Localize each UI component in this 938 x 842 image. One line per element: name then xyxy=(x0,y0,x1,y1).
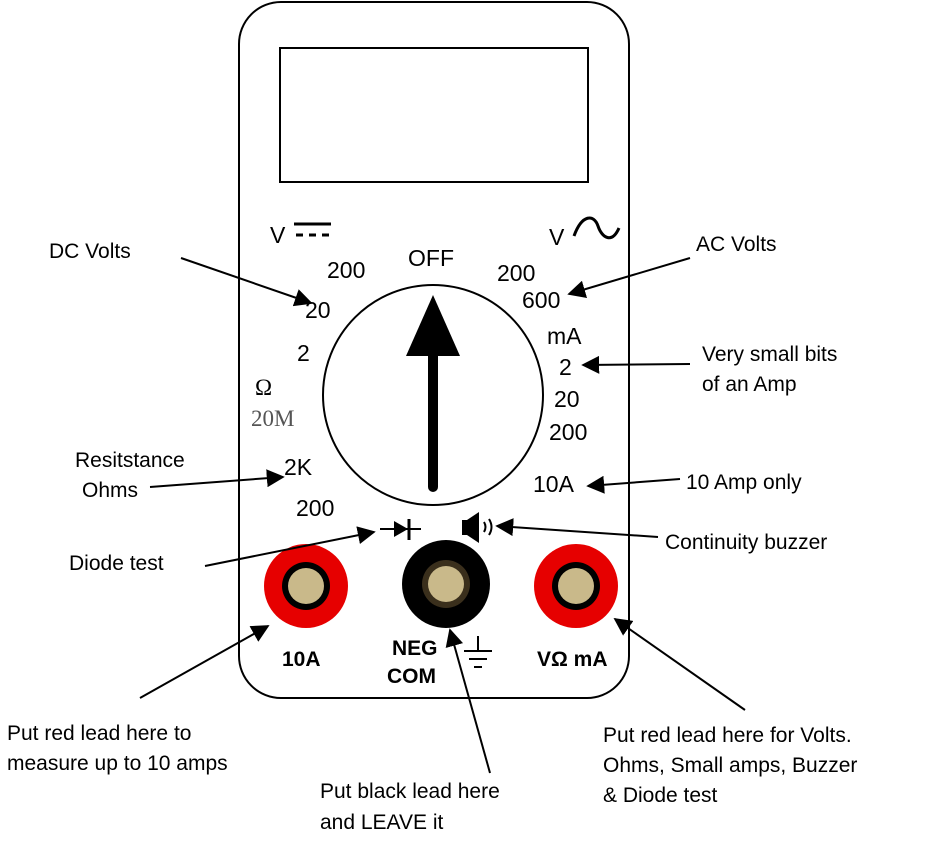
arrow-left-lead xyxy=(139,625,270,699)
dial-pointer-icon xyxy=(406,295,460,492)
diode-icon[interactable] xyxy=(380,519,421,540)
buzzer-icon[interactable] xyxy=(462,512,493,543)
annotation-dc-volts: DC Volts xyxy=(49,240,131,263)
annotation-continuity: Continuity buzzer xyxy=(665,531,827,554)
annotation-left-lead-line2: measure up to 10 amps xyxy=(7,752,228,775)
lcd-display xyxy=(279,47,589,183)
ac-volts-symbol: V xyxy=(549,224,565,250)
annotation-right-lead-line2: Ohms, Small amps, Buzzer xyxy=(603,754,857,777)
annotation-diode: Diode test xyxy=(69,552,164,575)
annotation-left-lead-line1: Put red lead here to xyxy=(7,722,191,745)
annotation-ac-volts: AC Volts xyxy=(696,233,777,256)
annotation-small-amps-line2: of an Amp xyxy=(702,373,797,396)
arrow-small-amps xyxy=(581,355,691,374)
acv-range-200[interactable]: 200 xyxy=(497,260,535,286)
arrow-right-lead xyxy=(613,617,746,711)
arrow-resistance xyxy=(149,469,285,488)
ground-icon xyxy=(464,636,492,668)
ohm-range-2k[interactable]: 2K xyxy=(284,454,313,480)
ac-wave-icon xyxy=(572,216,621,240)
arrow-black-lead xyxy=(445,628,491,774)
annotation-right-lead-line3: & Diode test xyxy=(603,784,718,807)
jack-v-ohm-ma[interactable] xyxy=(534,544,618,628)
ohm-symbol: Ω xyxy=(255,375,272,400)
annotation-resistance-line1: Resitstance xyxy=(75,449,185,472)
annotation-right-lead-line1: Put red lead here for Volts. xyxy=(603,724,852,747)
dc-symbol-icon xyxy=(294,222,331,237)
annotation-black-lead-line1: Put black lead here xyxy=(320,780,500,803)
port-label-10a: 10A xyxy=(282,648,321,671)
dc-volts-symbol: V xyxy=(270,222,286,248)
annotation-black-lead-line2: and LEAVE it xyxy=(320,811,444,834)
arrow-continuity xyxy=(495,518,659,538)
ma-range-2[interactable]: 2 xyxy=(559,354,572,380)
port-label-com: COM xyxy=(387,665,436,688)
ohm-range-20m[interactable]: 20M xyxy=(251,406,294,431)
arrow-dc-volts xyxy=(180,257,313,307)
ohm-range-200[interactable]: 200 xyxy=(296,495,334,521)
arrow-ac-volts xyxy=(567,257,691,299)
port-label-v-ohm-ma: VΩ mA xyxy=(537,648,608,671)
dial-off-label[interactable]: OFF xyxy=(408,245,454,271)
jack-com[interactable] xyxy=(402,540,490,628)
ma-range-20[interactable]: 20 xyxy=(554,386,580,412)
annotation-resistance-line2: Ohms xyxy=(82,479,138,502)
dcv-range-20[interactable]: 20 xyxy=(305,297,331,323)
jack-10a[interactable] xyxy=(264,544,348,628)
port-label-neg: NEG xyxy=(392,637,438,660)
annotation-ten-amp: 10 Amp only xyxy=(686,471,802,494)
ma-unit-label: mA xyxy=(547,323,582,349)
amp-range-10a[interactable]: 10A xyxy=(533,471,575,497)
arrow-diode xyxy=(204,526,376,567)
arrow-ten-amp xyxy=(586,475,681,494)
dcv-range-2[interactable]: 2 xyxy=(297,340,310,366)
acv-range-600[interactable]: 600 xyxy=(522,287,560,313)
dcv-range-200[interactable]: 200 xyxy=(327,257,365,283)
annotation-small-amps-line1: Very small bits xyxy=(702,343,837,366)
ma-range-200[interactable]: 200 xyxy=(549,419,587,445)
